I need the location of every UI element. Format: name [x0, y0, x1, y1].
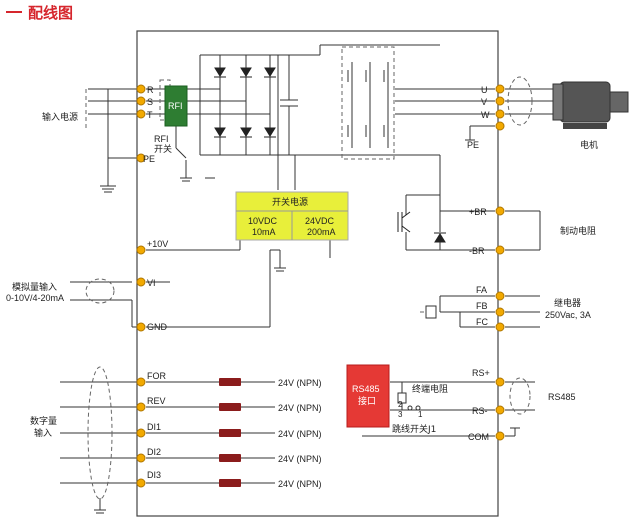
label-terminal-di2: DI2 [147, 447, 161, 457]
terminal-fa [495, 291, 505, 301]
relay-coil-icon [425, 305, 437, 319]
label-motor: 电机 [580, 139, 598, 151]
label-supply-for: 24V (NPN) [278, 378, 322, 388]
terminal-fc [495, 322, 505, 332]
terminal-t [136, 109, 146, 119]
label-digital-in-1: 数字量 [30, 415, 57, 427]
page-title-text: 配线图 [28, 3, 74, 22]
label-supply-di1: 24V (NPN) [278, 429, 322, 439]
label-terminal-gnd: GND [147, 322, 168, 332]
terminal-fb [495, 307, 505, 317]
terminal-di3 [136, 478, 146, 488]
label-terminal-v: V [481, 97, 487, 107]
terminal-pe-right [495, 121, 505, 131]
terminal-pe-left [136, 153, 146, 163]
label-terminal-br-minus: -BR [469, 246, 485, 256]
label-sw-pin-1: 1 [418, 410, 423, 419]
label-brake-resistor: 制动电阻 [560, 225, 596, 237]
label-jumper-switch: 跳线开关J1 [392, 423, 436, 435]
terminal-s [136, 96, 146, 106]
label-terminal-di3: DI3 [147, 470, 161, 480]
label-terminal-s: S [147, 97, 153, 107]
label-rs485-external: RS485 [548, 392, 576, 402]
label-relay-1: 继电器 [554, 297, 581, 309]
igbt-bridge [347, 62, 389, 148]
brake-transistor [397, 211, 411, 233]
terminal-br-minus [495, 245, 505, 255]
terminal-com [495, 431, 505, 441]
label-psu-24v-2: 200mA [307, 227, 336, 237]
label-terminal-rev: REV [147, 396, 166, 406]
label-analog-in-2: 0-10V/4-20mA [6, 293, 64, 303]
motor-icon [552, 81, 629, 129]
label-rs485-box-1: RS485 [352, 384, 380, 394]
label-psu-10v-1: 10VDC [248, 216, 278, 226]
label-digital-in-2: 输入 [34, 427, 52, 439]
label-terminal-for: FOR [147, 371, 166, 381]
label-relay-2: 250Vac, 3A [545, 310, 591, 320]
label-terminal-di1: DI1 [147, 422, 161, 432]
terminal-v [495, 96, 505, 106]
rectifier-diodes [214, 67, 446, 243]
igbt-bridge-outline [341, 46, 395, 160]
terminal-rs-plus [495, 377, 505, 387]
label-analog-in-1: 模拟量输入 [12, 281, 57, 293]
label-rfi-box: RFI [168, 101, 183, 111]
label-terminal-rs-plus: RS+ [472, 368, 490, 378]
terminal-r [136, 84, 146, 94]
terminal-rs-minus [495, 405, 505, 415]
terminal-for [136, 377, 146, 387]
terminal-br-plus [495, 206, 505, 216]
label-rfi-switch-1: RFI [154, 134, 169, 144]
inverter-frame [136, 30, 499, 517]
label-supply-di2: 24V (NPN) [278, 454, 322, 464]
digital-input-shield [87, 366, 113, 500]
label-psu-24v-1: 24VDC [305, 216, 335, 226]
terminal-di1 [136, 428, 146, 438]
terminal-10v [136, 245, 146, 255]
label-terminal-w: W [481, 110, 490, 120]
label-rfi-switch-2: 开关 [154, 143, 172, 155]
label-terminal-t: T [147, 110, 153, 120]
terminal-vi [136, 277, 146, 287]
label-rs485-box-2: 接口 [358, 395, 376, 407]
title-dash [6, 11, 22, 13]
label-termination-resistor: 终端电阻 [412, 383, 448, 395]
terminal-gnd [136, 322, 146, 332]
digital-input-resistors [219, 378, 241, 487]
label-sw-pin-2: 2 [398, 400, 403, 409]
label-sw-pin-3: 3 [398, 410, 403, 419]
label-terminal-br-plus: +BR [469, 207, 487, 217]
label-terminal-com: COM [468, 432, 489, 442]
terminal-rev [136, 402, 146, 412]
label-terminal-pe: PE [143, 154, 155, 164]
rs485-interface [346, 364, 390, 428]
page-title: 配线图 [6, 2, 73, 22]
label-terminal-vi: VI [147, 278, 156, 288]
label-terminal-10v: +10V [147, 239, 168, 249]
label-input-power: 输入电源 [42, 111, 78, 123]
termination-resistor-icon [397, 392, 407, 404]
label-terminal-fc: FC [476, 317, 488, 327]
rfi-filter [164, 85, 188, 127]
switch-power-supply [235, 191, 349, 241]
label-supply-di3: 24V (NPN) [278, 479, 322, 489]
label-terminal-fb: FB [476, 301, 488, 311]
label-supply-rev: 24V (NPN) [278, 403, 322, 413]
terminal-u [495, 84, 505, 94]
label-terminal-r: R [147, 85, 154, 95]
label-terminal-rs-minus: RS- [472, 406, 488, 416]
label-psu-title: 开关电源 [272, 196, 308, 208]
label-terminal-fa: FA [476, 285, 487, 295]
label-pe-right: PE [467, 140, 479, 150]
label-psu-10v-2: 10mA [252, 227, 276, 237]
label-terminal-u: U [481, 85, 488, 95]
terminal-w [495, 109, 505, 119]
terminal-di2 [136, 453, 146, 463]
